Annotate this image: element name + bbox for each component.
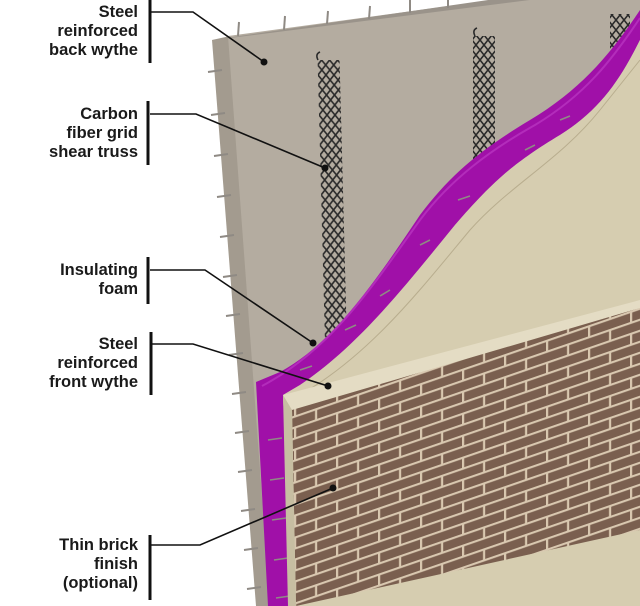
label-line: front wythe xyxy=(49,373,138,391)
label-carbon-grid: Carbon fiber grid shear truss xyxy=(49,105,138,162)
label-line: foam xyxy=(98,280,138,298)
thin-brick-pointer-dot xyxy=(329,484,337,492)
carbon-grid-truss-2 xyxy=(473,36,495,168)
insulating-foam xyxy=(256,10,640,606)
label-line: Carbon xyxy=(80,105,138,123)
label-front-wythe: Steel reinforced front wythe xyxy=(49,335,138,392)
label-insulating-foam: Insulating foam xyxy=(60,261,138,299)
label-line: reinforced xyxy=(57,22,138,40)
thin-brick-finish xyxy=(283,308,640,606)
carbon-grid-leader-line xyxy=(150,113,326,169)
back-wythe-rebar-top xyxy=(237,0,449,37)
label-line: Thin brick xyxy=(59,536,138,554)
front-wythe-pointer-dot xyxy=(324,382,332,390)
carbon-grid-pointer-dot xyxy=(321,164,329,172)
label-line: Steel xyxy=(98,335,138,353)
label-line: reinforced xyxy=(57,354,138,372)
front-wythe-leader-line xyxy=(150,343,329,387)
label-line: back wythe xyxy=(49,41,138,59)
label-line: Insulating xyxy=(60,261,138,279)
front-wythe-rebar xyxy=(267,115,571,599)
insulating-foam-leader-line xyxy=(150,269,314,344)
label-line: finish xyxy=(94,555,138,573)
label-line: fiber grid xyxy=(66,124,138,142)
thin-brick-leader-line xyxy=(150,487,334,546)
insulating-foam-pointer-dot xyxy=(309,339,317,347)
back-wythe-pointer-dot xyxy=(260,58,268,66)
label-line: (optional) xyxy=(62,574,138,592)
carbon-grid-truss-1 xyxy=(317,60,348,345)
back-wythe-leader-line xyxy=(150,11,265,63)
label-back-wythe: Steel reinforced back wythe xyxy=(49,3,138,60)
back-wythe-rebar-left xyxy=(207,69,262,590)
label-thin-brick: Thin brick finish (optional) xyxy=(59,536,138,593)
leader-lines xyxy=(146,0,337,600)
label-line: shear truss xyxy=(49,143,138,161)
label-line: Steel xyxy=(98,3,138,21)
